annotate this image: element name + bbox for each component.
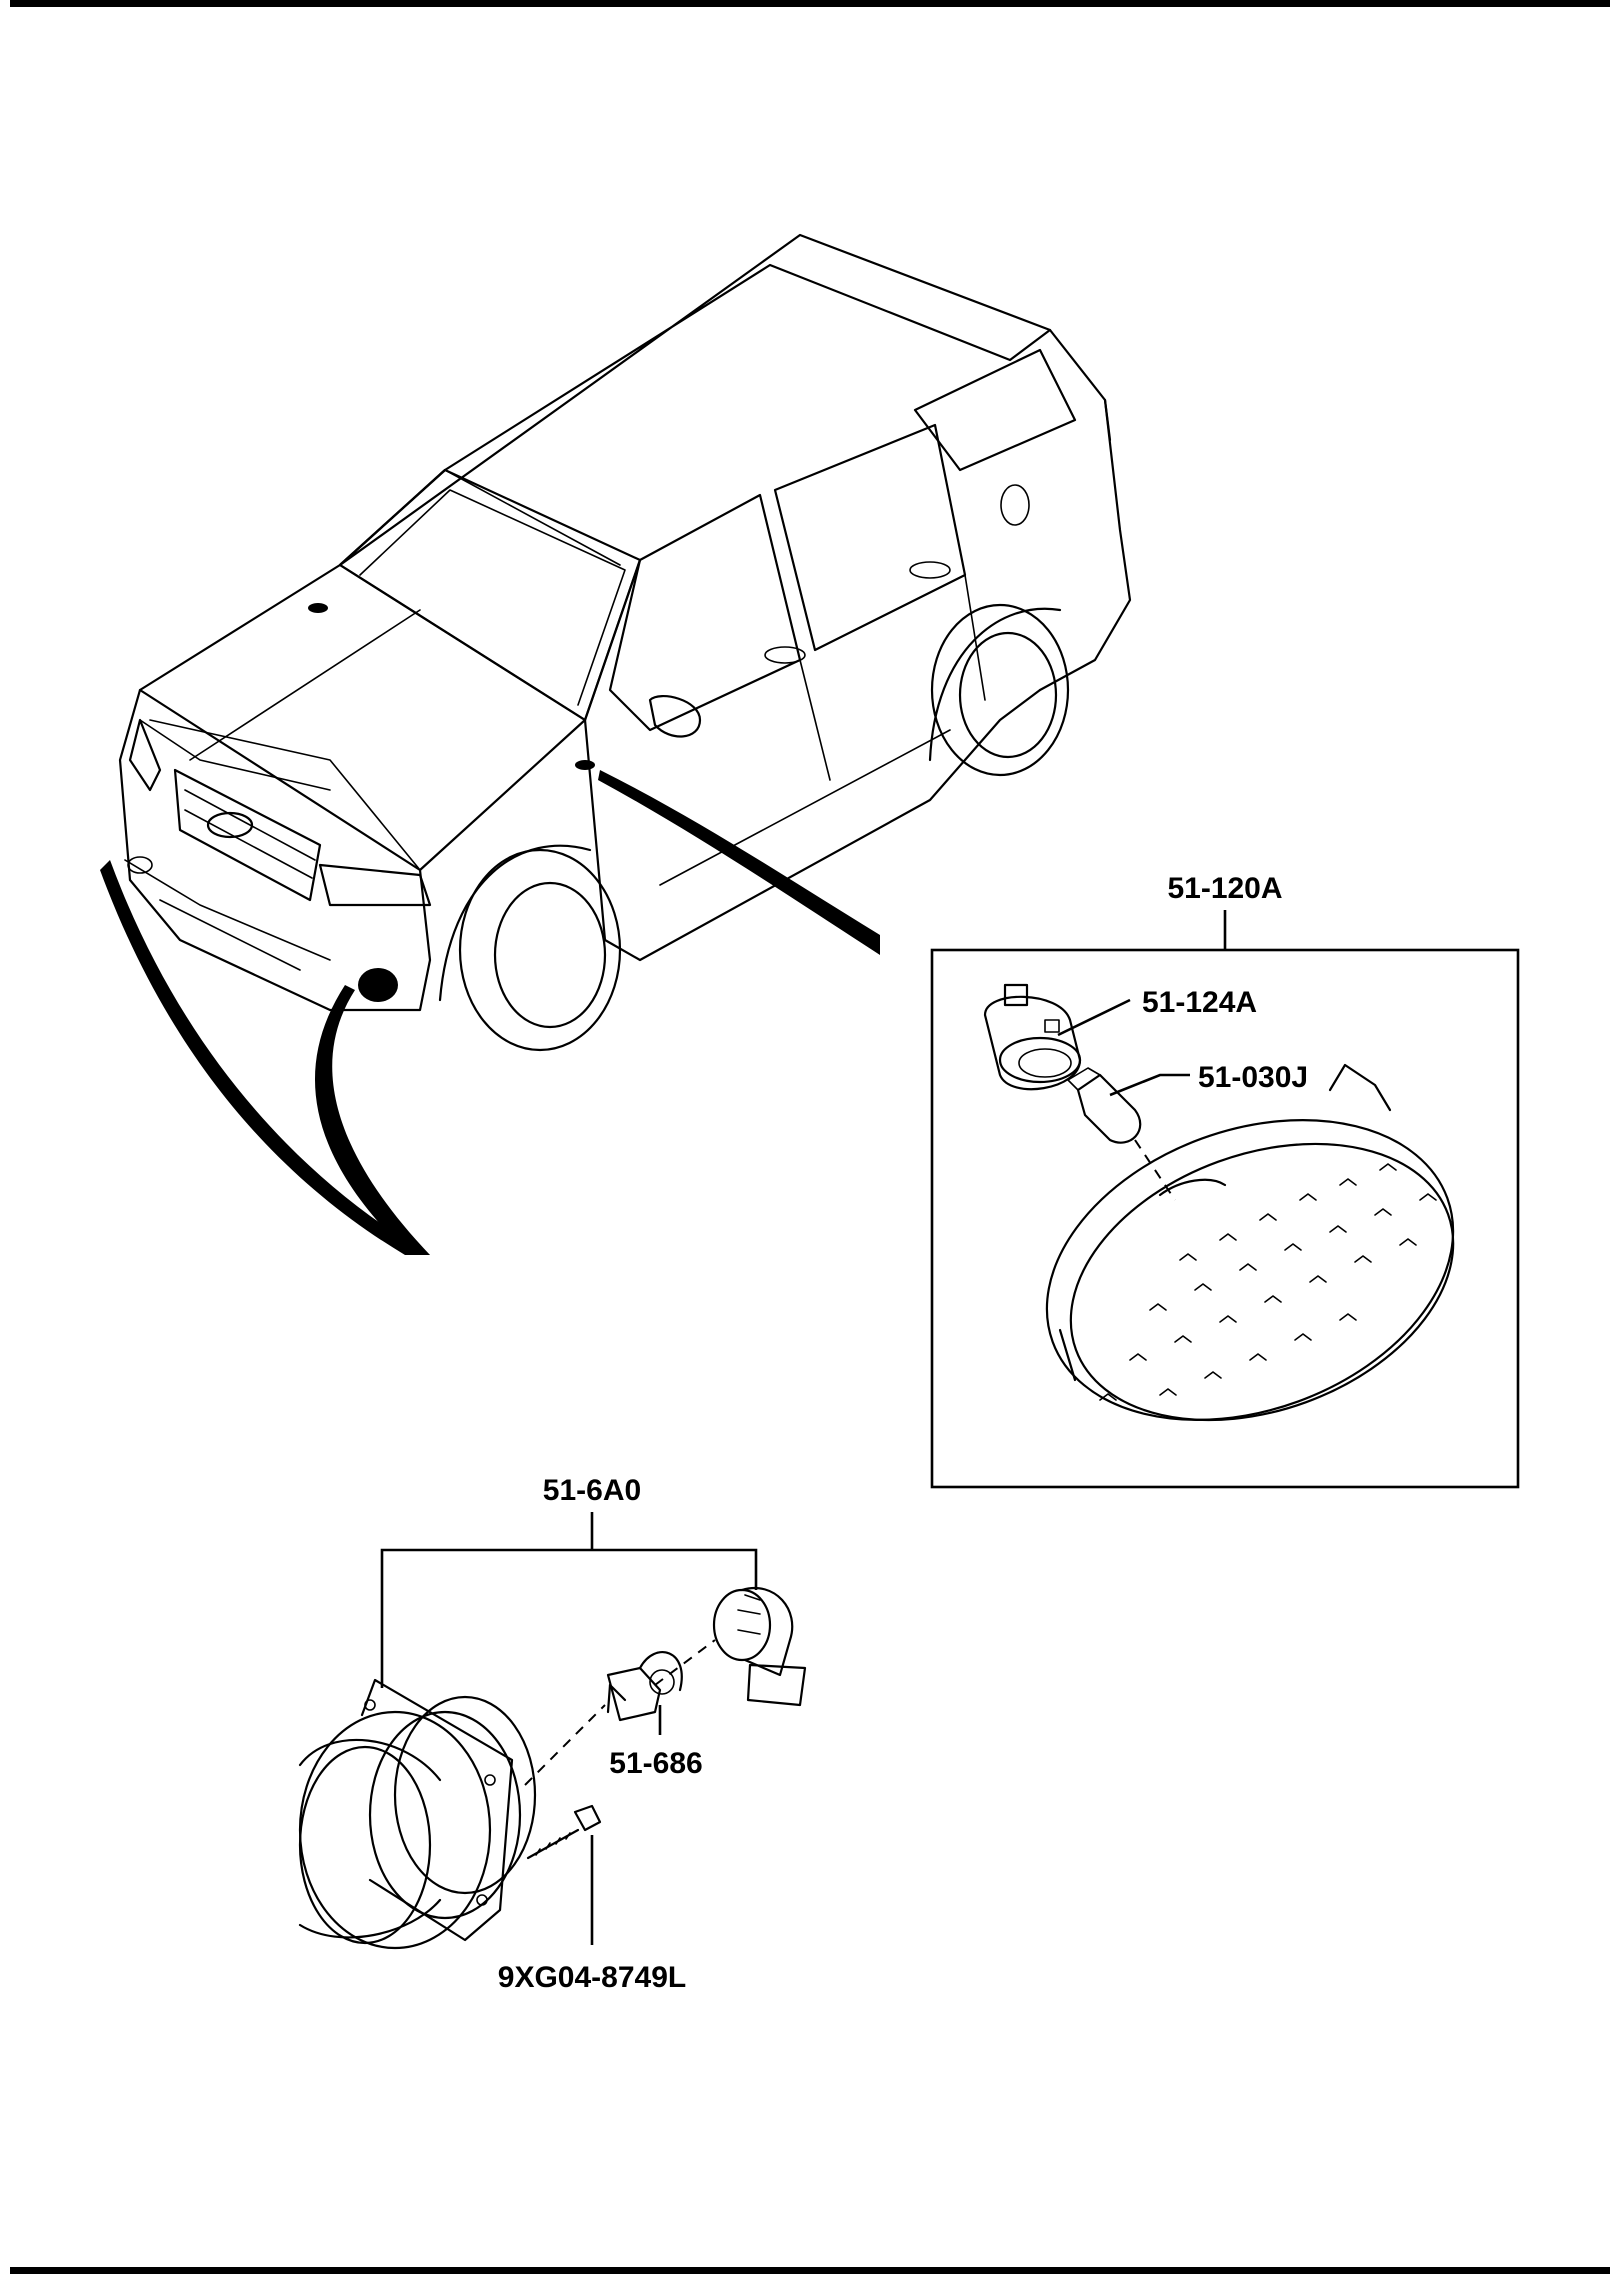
label-side-marker-bulb: 51-030J bbox=[1198, 1061, 1308, 1094]
top-border-rule bbox=[10, 0, 1610, 7]
side-marker-location-marker bbox=[575, 760, 595, 770]
fog-lamp-bulb-drawing bbox=[606, 1651, 683, 1722]
fog-lamp-connector-drawing bbox=[712, 1587, 807, 1707]
fog-lamp-location-marker bbox=[358, 968, 398, 1002]
side-marker-leader-wedge bbox=[598, 770, 880, 955]
side-marker-lens-drawing bbox=[1045, 1063, 1455, 1422]
side-marker-detail-box bbox=[930, 948, 1520, 1489]
vehicle-illustration bbox=[118, 233, 1132, 1052]
fog-lamp-screw-drawing bbox=[526, 1804, 602, 1860]
fog-lamp-leader-wedge-2 bbox=[314, 985, 430, 1255]
side-marker-bulb-drawing bbox=[1067, 1067, 1142, 1144]
label-side-marker-assembly: 51-120A bbox=[1167, 872, 1282, 905]
label-side-marker-socket: 51-124A bbox=[1142, 986, 1257, 1019]
fog-lamp-housing-drawing bbox=[298, 1678, 537, 1950]
bottom-border-rule bbox=[10, 2267, 1610, 2274]
side-marker-assembly-group: 51-120A 51-124A 51-030J bbox=[930, 872, 1520, 1489]
label-fog-lamp-bulb: 51-686 bbox=[609, 1747, 702, 1780]
fog-lamp-assembly-group: 51-6A0 51-686 bbox=[298, 1474, 807, 1994]
side-marker-socket-drawing bbox=[983, 983, 1082, 1091]
label-fog-lamp-screw: 9XG04-8749L bbox=[498, 1961, 686, 1994]
label-fog-lamp-assembly: 51-6A0 bbox=[543, 1474, 641, 1507]
